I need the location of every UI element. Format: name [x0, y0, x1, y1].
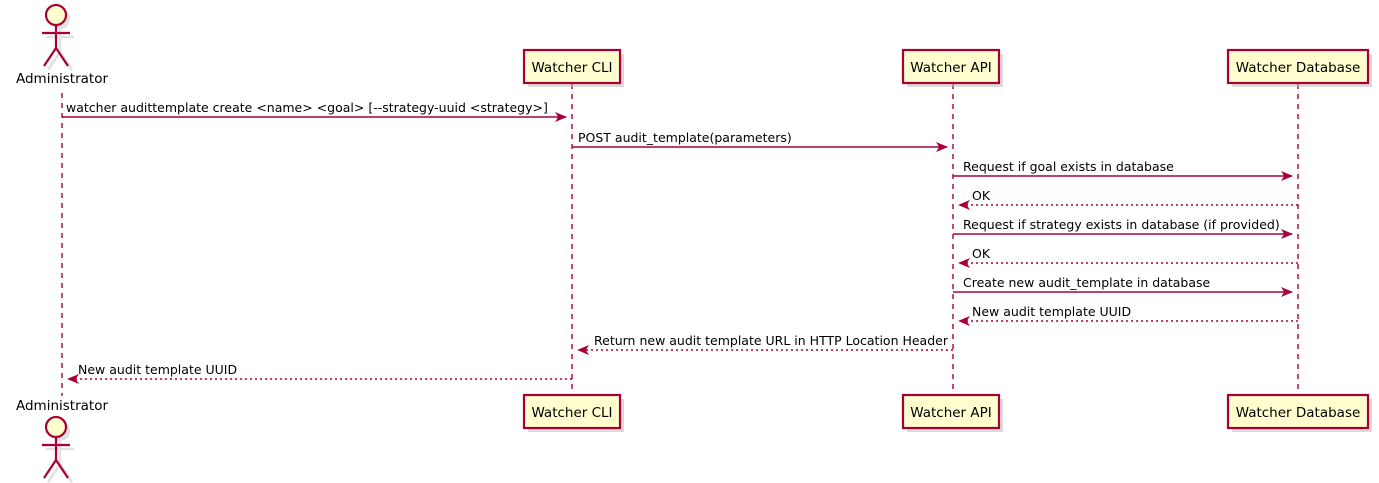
participant-label-watcher-api-bottom: Watcher API: [910, 405, 992, 421]
message-label: Create new audit_template in database: [963, 275, 1210, 290]
message-label: OK: [972, 246, 991, 261]
box-body: [522, 393, 622, 430]
message-label: New audit template UUID: [78, 362, 237, 377]
actor-leg-right: [55, 459, 69, 479]
box-body: [1226, 48, 1370, 85]
participant-label-watcher-api-top: Watcher API: [910, 60, 992, 76]
message-label: New audit template UUID: [972, 304, 1131, 319]
message-2[interactable]: POST audit_template(parameters): [572, 130, 948, 152]
participant-label-watcher-database-top: Watcher Database: [1236, 60, 1361, 76]
message-8[interactable]: New audit template UUID: [958, 304, 1298, 326]
actor-head-icon: [44, 3, 68, 27]
actor-administrator-bottom[interactable]: Administrator: [16, 398, 108, 483]
message-label: Request if strategy exists in database (…: [963, 217, 1280, 232]
participant-box-watcher-cli-top[interactable]: Watcher CLI: [522, 48, 624, 87]
actor-label-administrator-top: Administrator: [16, 71, 108, 87]
message-5[interactable]: Request if strategy exists in database (…: [953, 217, 1293, 239]
message-9[interactable]: Return new audit template URL in HTTP Lo…: [577, 333, 953, 355]
participant-box-watcher-api-top[interactable]: Watcher API: [901, 48, 1003, 87]
participant-label-watcher-cli-bottom: Watcher CLI: [531, 405, 612, 421]
participant-box-watcher-cli-bottom[interactable]: Watcher CLI: [522, 393, 624, 432]
message-7[interactable]: Create new audit_template in database: [953, 275, 1293, 297]
participant-box-watcher-api-bottom[interactable]: Watcher API: [901, 393, 1003, 432]
message-1[interactable]: watcher audittemplate create <name> <goa…: [62, 100, 567, 122]
actor-head-icon: [44, 415, 68, 439]
message-3[interactable]: Request if goal exists in database: [953, 159, 1293, 181]
actor-leg-left: [43, 459, 57, 479]
message-label: watcher audittemplate create <name> <goa…: [66, 100, 548, 115]
message-label: Request if goal exists in database: [963, 159, 1174, 174]
box-body: [522, 48, 622, 85]
participant-box-watcher-database-bottom[interactable]: Watcher Database: [1226, 393, 1372, 432]
participant-label-watcher-cli-top: Watcher CLI: [531, 60, 612, 76]
box-body: [901, 48, 1001, 85]
message-label: Return new audit template URL in HTTP Lo…: [594, 333, 949, 348]
actor-leg-right: [55, 47, 69, 67]
message-10[interactable]: New audit template UUID: [67, 362, 572, 384]
message-label: POST audit_template(parameters): [578, 130, 792, 145]
participant-box-watcher-database-top[interactable]: Watcher Database: [1226, 48, 1372, 87]
actor-leg-left: [43, 47, 57, 67]
actor-label-administrator-bottom: Administrator: [16, 398, 108, 414]
participant-label-watcher-database-bottom: Watcher Database: [1236, 405, 1361, 421]
box-body: [1226, 393, 1370, 430]
box-body: [901, 393, 1001, 430]
message-4[interactable]: OK: [958, 188, 1298, 210]
actor-administrator-top[interactable]: Administrator: [16, 3, 108, 87]
message-6[interactable]: OK: [958, 246, 1298, 268]
message-label: OK: [972, 188, 991, 203]
lifelines: [61, 84, 1299, 396]
